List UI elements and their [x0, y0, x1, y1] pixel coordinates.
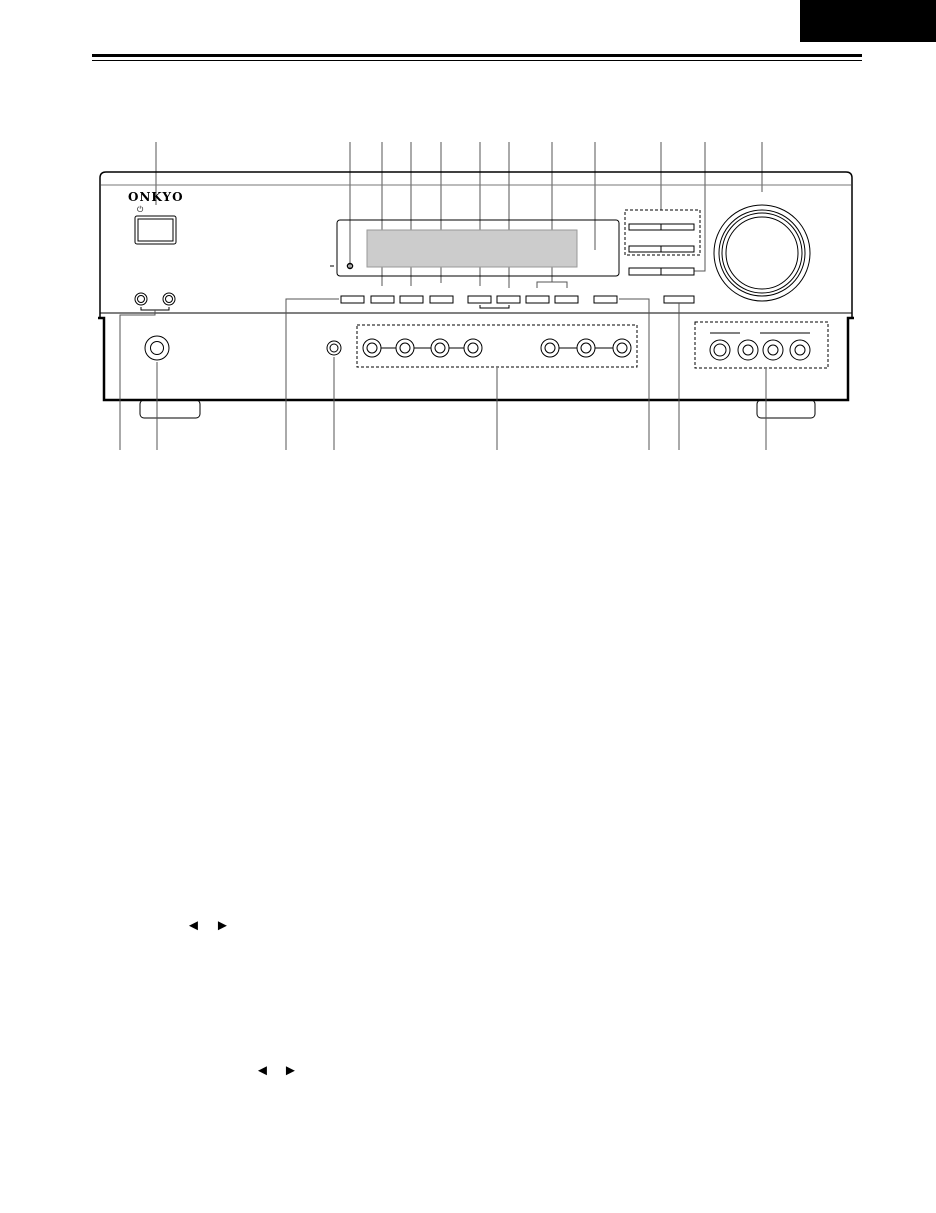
receiver-body [98, 171, 854, 419]
multi-channel-jacks [356, 324, 638, 368]
left-arrow-icon: ◄ [186, 917, 201, 934]
headphone-jacks [119, 292, 176, 450]
right-foot [756, 399, 816, 419]
video-input-jacks [694, 321, 829, 369]
mic-jack [144, 335, 170, 361]
callout-lines-top [155, 142, 763, 288]
left-foot [139, 399, 201, 419]
tone-buttons[interactable] [624, 209, 701, 276]
header-rule-thin [92, 60, 862, 61]
input-selector-buttons[interactable] [340, 295, 695, 309]
master-volume-knob[interactable] [713, 204, 811, 302]
right-arrow-icon: ► [215, 917, 230, 934]
section-tab [800, 0, 936, 42]
display-window [330, 219, 620, 277]
front-panel-diagram: ONKYO ⏻ [98, 142, 854, 450]
onkyo-logo: ONKYO [128, 190, 184, 204]
power-button[interactable] [134, 215, 177, 245]
header-rule [92, 54, 862, 57]
left-arrow-icon: ◄ [255, 1062, 270, 1079]
standby-indicator [346, 262, 354, 270]
setup-mic-jack [326, 340, 342, 356]
power-symbol-icon: ⏻ [137, 205, 144, 214]
right-arrow-icon: ► [283, 1062, 298, 1079]
callout-lines-bottom [156, 298, 767, 450]
